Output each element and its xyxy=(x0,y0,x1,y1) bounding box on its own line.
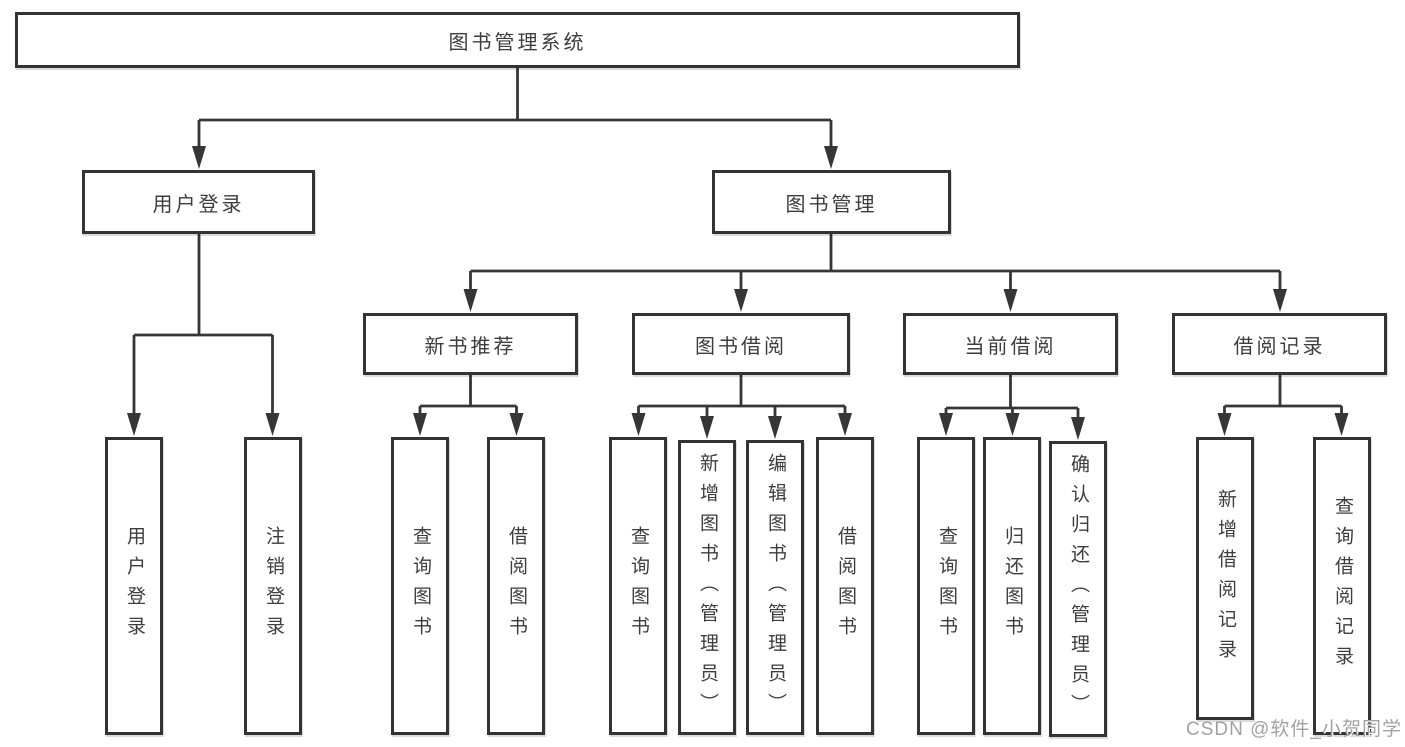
node-book-borrow: 图书借阅 xyxy=(632,313,850,375)
csdn-watermark: CSDN @软件_小贺同学 xyxy=(1186,719,1402,740)
leaf-add-borrow-record: 新增借阅记录 xyxy=(1196,437,1254,720)
node-user-login: 用户登录 xyxy=(82,170,315,234)
leaf-add-book-admin: 新增图书（管理员） xyxy=(678,440,736,735)
node-current-borrow: 当前借阅 xyxy=(903,313,1118,375)
leaf-query-books-current: 查询图书 xyxy=(917,437,975,735)
arrowhead-icons xyxy=(127,146,1349,440)
leaf-logout: 注销登录 xyxy=(244,437,302,735)
node-library-management-system: 图书管理系统 xyxy=(15,12,1020,68)
leaf-borrow-books: 借阅图书 xyxy=(816,437,874,735)
tree-edges xyxy=(132,67,1343,421)
leaf-borrow-books-recommend: 借阅图书 xyxy=(487,437,545,735)
leaf-confirm-return-admin: 确认归还（管理员） xyxy=(1049,441,1107,737)
leaf-user-login: 用户登录 xyxy=(105,437,163,735)
leaf-query-books-recommend: 查询图书 xyxy=(391,437,449,735)
leaf-query-borrow-record: 查询借阅记录 xyxy=(1313,437,1371,735)
node-borrow-records: 借阅记录 xyxy=(1172,313,1387,375)
leaf-edit-book-admin: 编辑图书（管理员） xyxy=(746,440,804,735)
leaf-return-books: 归还图书 xyxy=(983,437,1041,735)
node-book-management: 图书管理 xyxy=(712,170,951,234)
leaf-query-books-borrow: 查询图书 xyxy=(609,437,667,735)
node-new-book-recommend: 新书推荐 xyxy=(363,313,578,375)
